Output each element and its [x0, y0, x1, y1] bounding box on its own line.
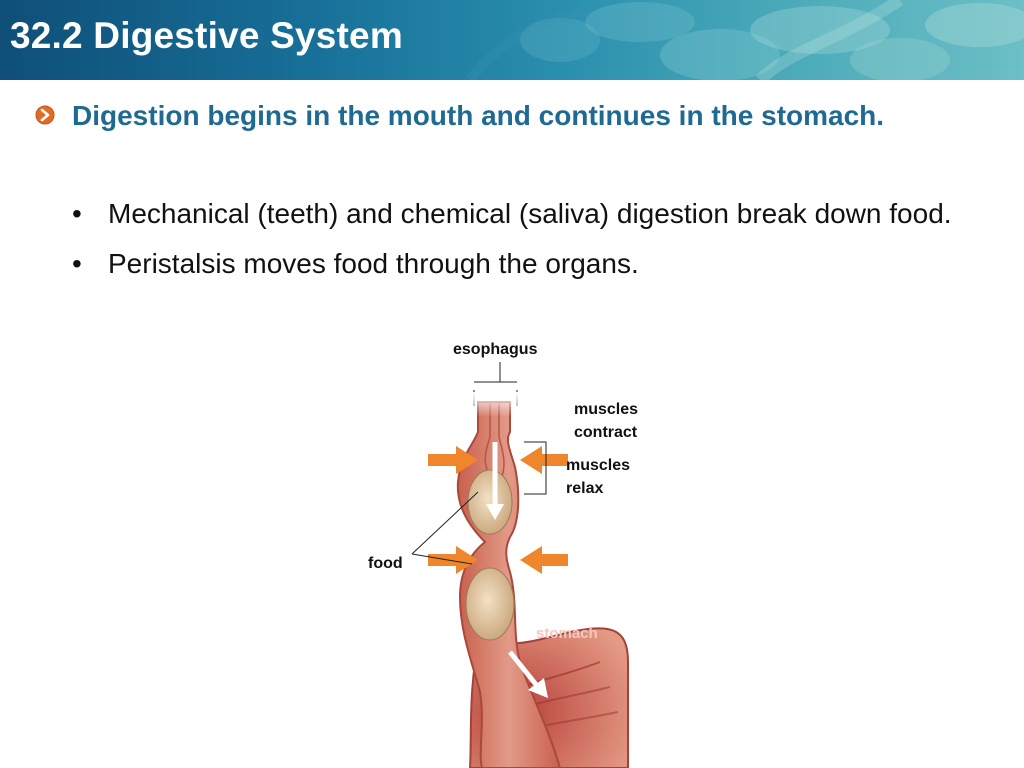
bullet-text: Peristalsis moves food through the organ… — [108, 248, 639, 279]
food-bolus — [465, 567, 515, 641]
muscles-relax-bracket — [524, 441, 547, 495]
slide-title: 32.2 Digestive System — [10, 15, 403, 56]
esophagus-illustration — [411, 362, 629, 768]
contract-arrow-right-icon — [520, 446, 568, 474]
food-bolus — [467, 469, 513, 535]
contract-arrow-right-icon — [520, 546, 568, 574]
stomach-label: stomach — [536, 625, 598, 642]
title-bar-background-art — [466, 0, 1024, 80]
heading: Digestion begins in the mouth and contin… — [34, 96, 934, 136]
bullet-item: • Mechanical (teeth) and chemical (saliv… — [70, 194, 990, 234]
food-label: food — [368, 555, 403, 572]
bullet-dot-icon: • — [72, 198, 82, 229]
food-pointer-line — [411, 491, 479, 555]
title-bar: 32.2 Digestive System — [0, 0, 1024, 80]
muscles-contract-label: muscles contract — [574, 401, 639, 441]
orange-circle-bullet-icon — [35, 105, 55, 125]
contract-arrow-left-icon — [428, 446, 478, 474]
esophagus-label: esophagus — [453, 341, 538, 358]
food-pointer-line — [411, 553, 473, 565]
bullet-text: Mechanical (teeth) and chemical (saliva)… — [108, 198, 952, 229]
movement-arrow — [508, 650, 540, 689]
contract-arrow-left-icon — [428, 546, 478, 574]
bullet-item: • Peristalsis moves food through the org… — [70, 244, 990, 284]
peristalsis-figure: esophagus muscles contract muscles relax… — [360, 332, 690, 768]
bullet-list: • Mechanical (teeth) and chemical (saliv… — [70, 194, 990, 294]
muscles-relax-label: muscles relax — [566, 457, 631, 497]
heading-text: Digestion begins in the mouth and contin… — [72, 100, 885, 131]
bullet-dot-icon: • — [72, 248, 82, 279]
